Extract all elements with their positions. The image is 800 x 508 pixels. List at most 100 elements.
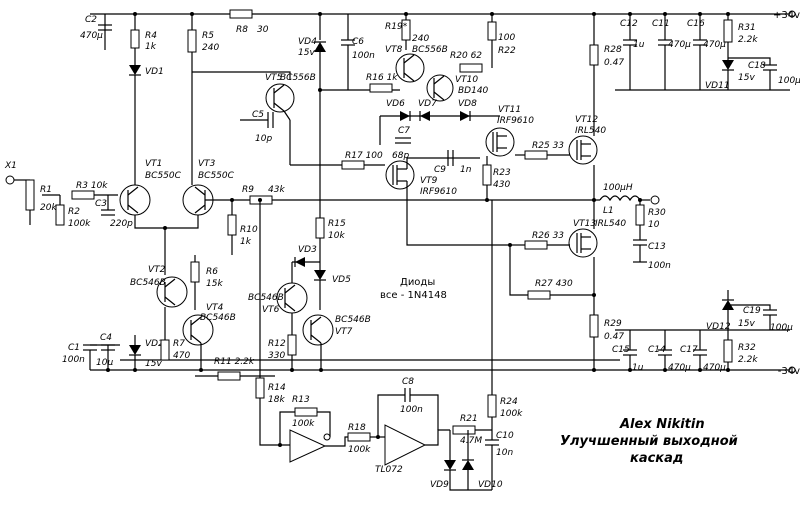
resistor-r5: R5 240 [187, 14, 219, 185]
mosfet-vt11: VT11 IRF9610 [485, 105, 534, 157]
type-vt11: IRF9610 [497, 116, 534, 126]
transistor-vt8: VT8 BC556B [385, 45, 448, 83]
value-c17: 470μ [703, 363, 726, 373]
capacitor-c6: C6 100n [341, 14, 375, 90]
label-vt2: VT2 [148, 265, 166, 275]
transistor-vt6: BC546B VT6 [248, 262, 308, 315]
label-r23: R23 [493, 168, 511, 178]
capacitor-c13: C13 100n [633, 239, 671, 271]
type-vt4: BC546B [200, 313, 236, 323]
label-r30: R30 [648, 208, 666, 218]
label-r4: R4 [145, 31, 157, 41]
capacitor-c15: C15 1u [612, 330, 644, 373]
capacitor-c19: C19 100μ [728, 304, 793, 333]
label-r3: R3 10k [76, 181, 108, 191]
label-vd2: VD2 [145, 339, 164, 349]
label-vt5: VT5 [265, 73, 283, 83]
negative-rail: -34v [90, 366, 800, 377]
label-c18: C18 [748, 61, 766, 71]
value-vd4: 15v [298, 48, 315, 58]
type-vt10: BD140 [458, 86, 489, 96]
label-c4: C4 [100, 333, 112, 343]
label-c10: C10 [496, 431, 514, 441]
value-c14: 470μ [668, 363, 691, 373]
label-vd8: VD8 [458, 99, 477, 109]
label-r14: R14 [268, 383, 286, 393]
author-block: Alex Nikitin Улучшенный выходной каскад [560, 417, 738, 466]
label-vd11: VD11 [705, 81, 730, 91]
label-r2: R2 [68, 207, 80, 217]
label-r7: R7 [173, 339, 185, 349]
label-r9: R9 [242, 185, 254, 195]
label-c15: C15 [612, 345, 630, 355]
value-r32: 2.2k [738, 355, 758, 365]
capacitor-c14: C14 470μ [648, 330, 691, 373]
value-c15: 1u [632, 363, 644, 373]
type-vt12: IRL540 [575, 126, 606, 136]
label-c1: C1 [68, 343, 80, 353]
value-c6: 100n [352, 51, 375, 61]
value-vd2: 15v [145, 359, 162, 369]
capacitor-c9: C9 1n [434, 150, 472, 175]
type-vt2: BC546B [130, 278, 166, 288]
type-vt9: IRF9610 [420, 187, 457, 197]
label-vt6: VT6 [262, 305, 280, 315]
label-r20: R20 62 [450, 51, 482, 61]
label-vd10: VD10 [478, 480, 503, 490]
value-r2: 100k [68, 219, 91, 229]
label-r25: R25 33 [532, 141, 564, 151]
value-r21: 4.7M [460, 436, 482, 446]
label-c6: C6 [352, 37, 364, 47]
transistor-vt4: VT4 BC546B [182, 303, 236, 370]
label-c14: C14 [648, 345, 666, 355]
label-vt3: VT3 [198, 159, 216, 169]
capacitor-c12: C12 1u [620, 14, 645, 90]
label-vt11: VT11 [498, 105, 521, 115]
transistor-vt7: BC546B VT7 [302, 314, 371, 370]
resistor-r11: R11 2.2k [195, 357, 275, 381]
label-c5: C5 [252, 110, 264, 120]
value-r22: 100 [498, 33, 515, 43]
value-r14: 18k [268, 395, 285, 405]
value-r8: 30 [257, 25, 269, 35]
label-vd1: VD1 [145, 67, 164, 77]
label-r24: R24 [500, 397, 518, 407]
value-r1: 20k [40, 203, 57, 213]
value-c19: 100μ [770, 323, 793, 333]
value-r12: 330 [268, 351, 285, 361]
label-r19: R19* [385, 22, 408, 32]
label-vd3: VD3 [298, 245, 317, 255]
type-vt8: BC556B [412, 45, 448, 55]
type-vt7: BC546B [335, 315, 371, 325]
value-r28: 0.47 [604, 58, 624, 68]
resistor-r18: R18 100k [347, 423, 385, 455]
label-r31: R31 [738, 23, 756, 33]
resistor-r16: R16 1k [366, 73, 398, 93]
label-r26: R26 33 [532, 231, 564, 241]
opamp-tl072: TL072 [375, 424, 450, 475]
value-c8: 100n [400, 405, 423, 415]
label-c19: C19 [743, 306, 761, 316]
label-r13: R13 [292, 395, 310, 405]
label-r12: R12 [268, 339, 286, 349]
label-vt9: VT9 [420, 176, 438, 186]
resistor-r28: R28 0.47 [589, 14, 624, 136]
value-vd12: 15v [738, 319, 755, 329]
value-c1: 100n [62, 355, 85, 365]
value-r5: 240 [202, 43, 219, 53]
resistor-r25: R25 33 [515, 141, 570, 160]
value-r10: 1k [240, 237, 252, 247]
label-vd9: VD9 [430, 480, 449, 490]
neg-rail-label: -34v [778, 366, 800, 377]
value-r19: 240 [412, 34, 429, 44]
zener-vd11: VD11 15v [705, 60, 755, 91]
pos-rail-label: +34v [773, 10, 800, 21]
resistor-r23: R23 430 [482, 156, 511, 200]
label-r28: R28 [604, 45, 622, 55]
resistor-r15: R15 10k [315, 217, 346, 262]
label-vd6: VD6 [386, 99, 405, 109]
capacitor-c4: C4 10μ [96, 333, 115, 370]
resistor-r20: R20 62 [450, 51, 483, 73]
label-vd5: VD5 [332, 275, 351, 285]
